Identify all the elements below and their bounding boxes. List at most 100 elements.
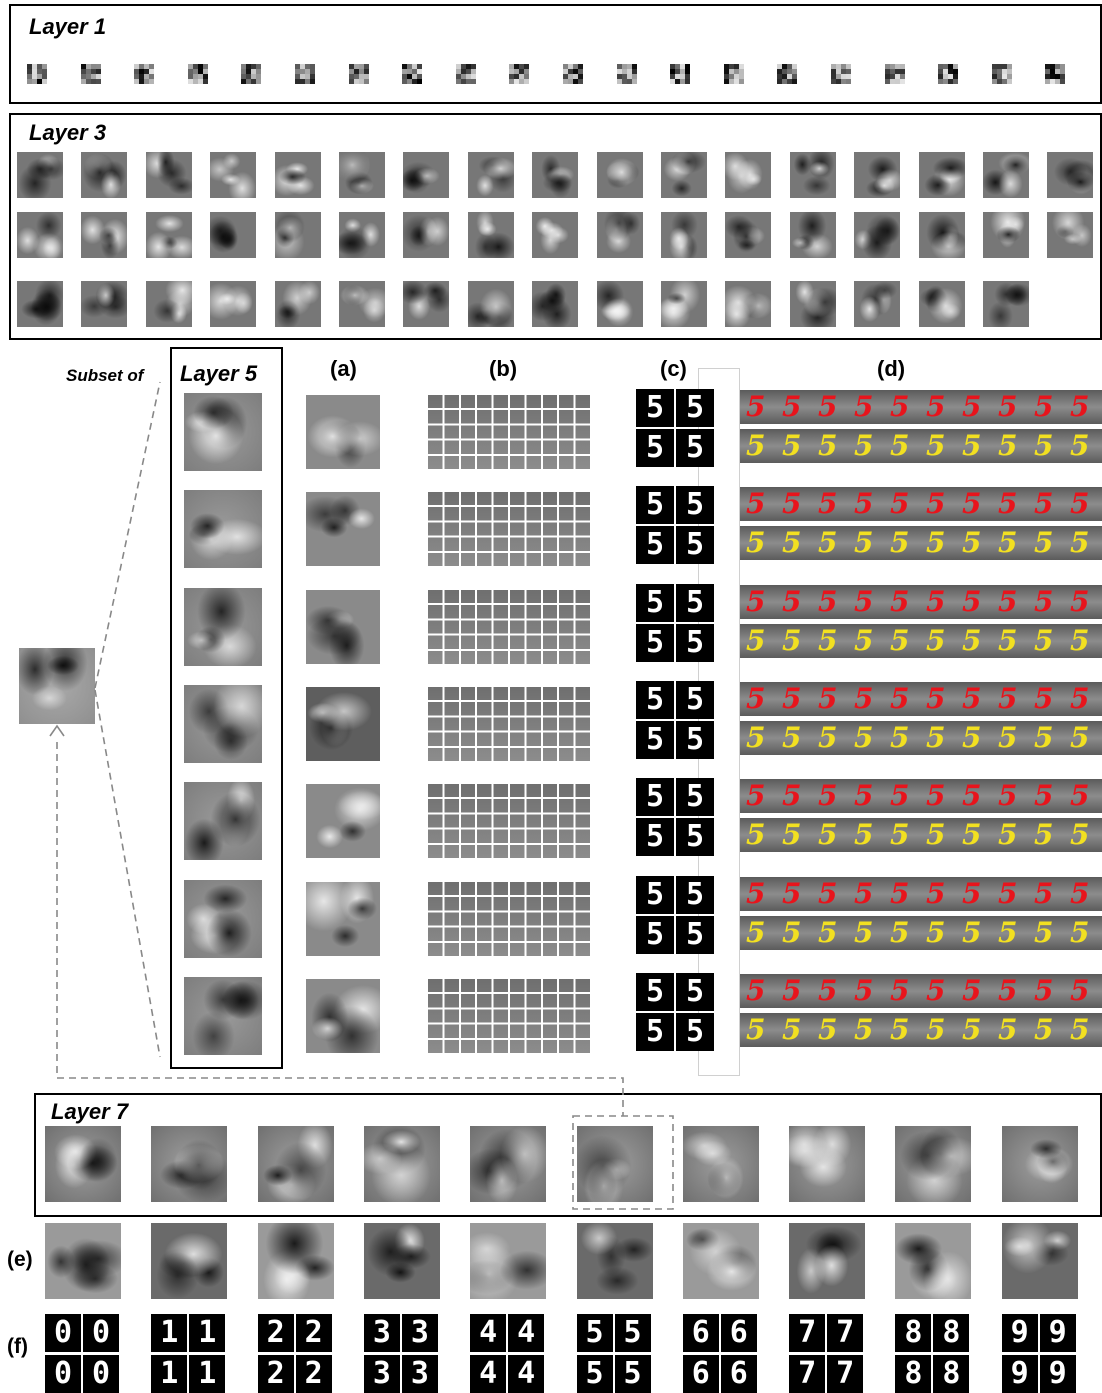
- red-trace-digit: 5: [854, 876, 874, 910]
- red-trace-digit: 5: [782, 584, 802, 618]
- yellow-trace-digit: 5: [854, 526, 874, 560]
- yellow-trace-digit: 5: [998, 623, 1018, 657]
- sample-digit: 5: [676, 583, 714, 622]
- yellow-trace-digit: 5: [818, 1012, 838, 1046]
- selected-filter-frame: [572, 1115, 674, 1210]
- yellow-trace-digit: 5: [962, 818, 982, 852]
- layer3-filter: [467, 152, 514, 198]
- red-trace-digit: 5: [926, 390, 946, 423]
- layer3-filter: [17, 212, 63, 258]
- patch-grid: [426, 492, 590, 569]
- yellow-trace-digit: 5: [1034, 1012, 1054, 1046]
- layer7-deconv: [363, 1223, 440, 1299]
- layer3-filter: [1047, 212, 1094, 258]
- yellow-trace-digit: 5: [998, 526, 1018, 560]
- red-trace-digit: 5: [1070, 779, 1090, 813]
- layer3-filter: [661, 212, 707, 258]
- red-trace-digit: 5: [890, 681, 910, 715]
- layer3-filter: [403, 281, 450, 327]
- layer3-filter: [789, 152, 836, 198]
- layer1-filter: [134, 64, 155, 84]
- layer7-deconv: [895, 1223, 972, 1299]
- yellow-trace-digit: 5: [926, 720, 946, 754]
- red-trace-digit: 5: [818, 973, 838, 1007]
- yellow-trace-digit: 5: [746, 1012, 766, 1046]
- layer3-filter: [661, 281, 707, 327]
- red-trace-digit: 5: [1034, 876, 1054, 910]
- red-trace-digit: 5: [854, 487, 874, 521]
- layer3-filter: [983, 152, 1029, 198]
- class-digit: 8: [933, 1314, 970, 1352]
- red-trace-digit: 5: [1034, 973, 1054, 1007]
- yellow-trace-digit: 5: [746, 818, 766, 852]
- connector-top: [94, 381, 161, 689]
- layer3-filter: [596, 152, 643, 198]
- patch-grid: [426, 881, 590, 958]
- red-trace-digit: 5: [1070, 681, 1090, 715]
- yellow-trace-digit: 5: [1070, 818, 1090, 852]
- yellow-trace-digit: 5: [818, 526, 838, 560]
- sample-digit: 5: [636, 720, 674, 759]
- layer3-filter: [918, 212, 965, 258]
- yellow-trace-digit: 5: [854, 1012, 874, 1046]
- layer3-filter: [725, 212, 772, 258]
- patch-grid: [426, 784, 590, 861]
- layer1-filter: [27, 64, 47, 84]
- layer1-filter: [884, 64, 905, 84]
- yellow-trace-digit: 5: [782, 818, 802, 852]
- yellow-trace-digit: 5: [746, 526, 766, 560]
- red-trace-digit: 5: [962, 487, 982, 521]
- layer1-title: Layer 1: [29, 14, 107, 39]
- yellow-trace-digit: 5: [998, 1012, 1018, 1046]
- layer5-filter: [184, 393, 262, 471]
- layer1-filter: [187, 64, 208, 84]
- red-trace-digit: 5: [890, 390, 910, 423]
- class-digit: 1: [189, 1314, 226, 1352]
- red-trace-digit: 5: [998, 876, 1018, 910]
- layer1-filter: [723, 64, 744, 84]
- layer7-deconv: [789, 1223, 866, 1299]
- layer3-filter: [854, 212, 901, 258]
- layer1-filter: [402, 64, 423, 84]
- yellow-trace-digit: 5: [854, 915, 874, 949]
- red-trace-digit: 5: [1070, 584, 1090, 618]
- red-trace-digit: 5: [926, 973, 946, 1007]
- red-trace-digit: 5: [854, 779, 874, 813]
- layer3-filter: [403, 212, 450, 258]
- layer5-filter: [184, 879, 262, 958]
- red-trace-digit: 5: [818, 779, 838, 813]
- class-digit: 2: [257, 1314, 294, 1352]
- red-trace-digit: 5: [962, 779, 982, 813]
- class-digit: 9: [1039, 1314, 1076, 1352]
- layer7-deconv: [470, 1223, 547, 1299]
- yellow-trace-digit: 5: [962, 720, 982, 754]
- layer1-filter: [563, 64, 583, 84]
- layer7-filter: [1001, 1126, 1078, 1202]
- layer3-filter: [854, 152, 901, 198]
- red-trace-digit: 5: [782, 681, 802, 715]
- class-digit: 6: [720, 1314, 757, 1352]
- red-trace-digit: 5: [890, 487, 910, 521]
- red-trace-digit: 5: [998, 973, 1018, 1007]
- red-trace-digit: 5: [782, 390, 802, 423]
- layer7-panel: Layer 7: [34, 1093, 1102, 1217]
- class-digit: 9: [1001, 1314, 1038, 1352]
- layer7-deconv: [576, 1223, 653, 1299]
- class-digit: 4: [470, 1314, 507, 1352]
- red-trace-digit: 5: [746, 876, 766, 910]
- yellow-trace-digit: 5: [818, 818, 838, 852]
- yellow-trace-digit: 5: [854, 818, 874, 852]
- layer3-filter: [274, 152, 321, 198]
- yellow-trace-digit: 5: [962, 915, 982, 949]
- yellow-trace-digit: 5: [782, 915, 802, 949]
- layer3-filter: [467, 212, 514, 258]
- red-trace-digit: 5: [890, 779, 910, 813]
- yellow-trace-digit: 5: [1034, 623, 1054, 657]
- red-trace-digit: 5: [1034, 487, 1054, 521]
- layer1-filter: [295, 64, 315, 84]
